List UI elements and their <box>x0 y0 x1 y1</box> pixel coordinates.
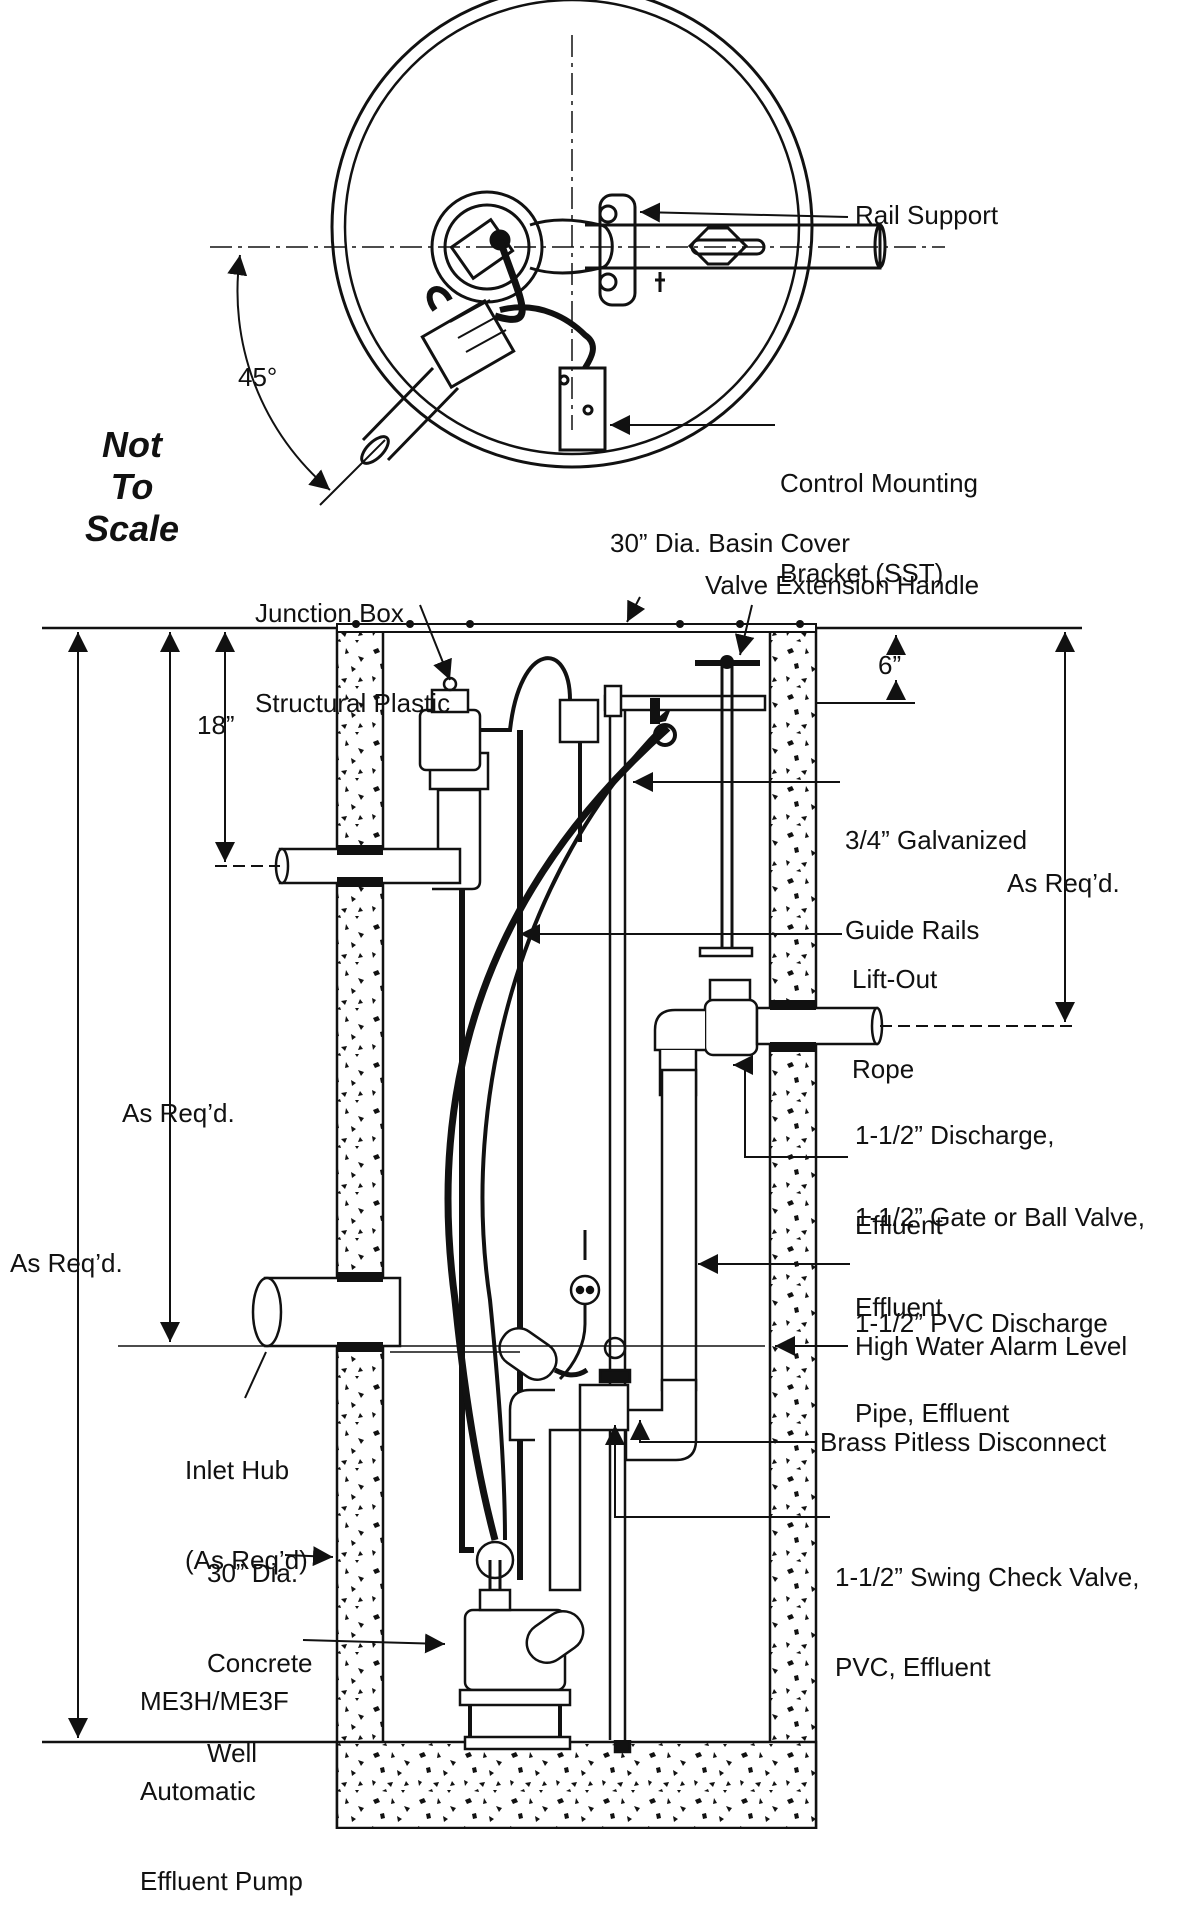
inlet-hub-label: Inlet Hub (As Req’d) <box>185 1455 308 1575</box>
concrete-well-label: 30” Dia. Concrete Well <box>207 1558 313 1768</box>
gate-valve-label: 1-1/2” Gate or Ball Valve, Effluent <box>855 1202 1145 1322</box>
concrete-floor <box>335 1740 818 1829</box>
dim-6-label: 6” <box>878 650 902 680</box>
basin-cover-label: 30” Dia. Basin Cover <box>610 528 850 558</box>
effluent-pump <box>458 1540 632 1754</box>
concrete-wall-right <box>768 626 818 1829</box>
top-view <box>210 0 945 506</box>
section-view <box>42 596 1082 1829</box>
alarm-float <box>498 1230 601 1381</box>
as-reqd-left-label: As Req’d. <box>10 1248 123 1278</box>
pitless-label: Brass Pitless Disconnect <box>820 1427 1107 1457</box>
sump-installation-diagram: Not To Scale 45° Rail Support Control Mo… <box>10 0 1145 1896</box>
basin-inner-ring <box>343 0 801 456</box>
as-reqd-mid-label: As Req’d. <box>122 1098 235 1128</box>
guide-rails-label: 3/4” Galvanized Guide Rails <box>845 825 1028 945</box>
discharge-label: 1-1/2” Discharge, Effluent <box>855 1120 1055 1240</box>
high-water-label: High Water Alarm Level <box>855 1331 1128 1361</box>
concrete-wall-left <box>335 626 385 1829</box>
dim-18-label: 18” <box>197 710 235 740</box>
lift-out-rope-label: Lift-Out Rope <box>852 964 938 1084</box>
not-to-scale-note: Not To Scale <box>84 424 180 549</box>
pump-label: ME3H/ME3F Automatic Effluent Pump <box>140 1686 303 1896</box>
valve-handle-label: Valve Extension Handle <box>705 570 980 600</box>
junction-box-label: Junction Box Structural Plastic <box>255 598 451 718</box>
pvc-pipe-label: 1-1/2” PVC Discharge Pipe, Effluent <box>855 1308 1108 1428</box>
basin-outer-ring <box>330 0 814 469</box>
rail-support-label: Rail Support <box>855 200 999 230</box>
as-reqd-right-label: As Req’d. <box>1007 868 1120 898</box>
check-valve-label: 1-1/2” Swing Check Valve, PVC, Effluent <box>835 1562 1140 1682</box>
diagram-drawing <box>42 0 1082 1829</box>
control-bracket-label: Control Mounting Bracket (SST) <box>780 468 978 588</box>
angle-label: 45° <box>238 362 278 392</box>
